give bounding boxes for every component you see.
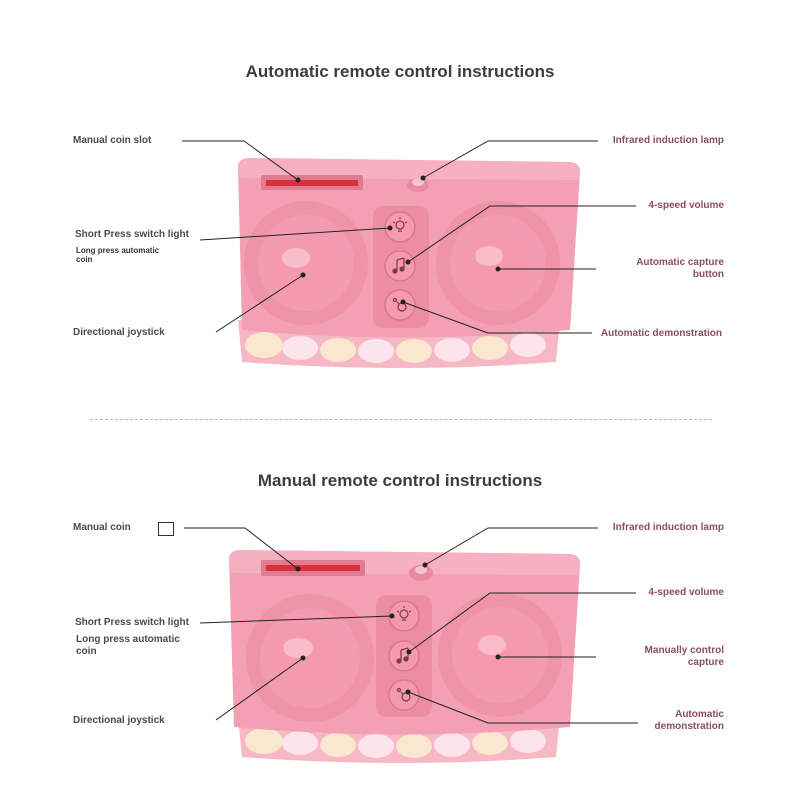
label-capture: Automatic capture button <box>636 257 724 280</box>
label-volume: 4-speed volume <box>648 200 724 211</box>
label-switch-light: Short Press switch light <box>75 229 189 240</box>
label-volume: 4-speed volume <box>648 587 724 598</box>
manual-title: Manual remote control instructions <box>257 471 543 490</box>
label-infrared: Infrared induction lamp <box>612 522 724 533</box>
label-long-press: Long press automatic coin <box>76 634 180 657</box>
leader-lines <box>184 527 638 724</box>
demo-button <box>384 289 416 321</box>
music-note-icon <box>392 257 405 274</box>
label-demo: Automatic demonstration <box>654 709 724 732</box>
label-switch-light: Short Press switch light <box>75 617 189 628</box>
label-demo: Automatic demonstration <box>600 328 722 339</box>
label-joystick: Directional joystick <box>73 715 165 726</box>
automatic-remote-illustration <box>182 140 636 368</box>
manual-panel: Manual remote control instructions <box>0 405 800 795</box>
teeth-row <box>245 332 546 363</box>
label-infrared: Infrared induction lamp <box>612 135 724 146</box>
manual-remote-illustration <box>184 527 638 763</box>
label-coin-slot: Manual coin slot <box>73 135 152 146</box>
volume-button <box>388 640 420 672</box>
left-joystick-knob <box>268 235 338 305</box>
automatic-title: Automatic remote control instructions <box>245 62 555 81</box>
bulb-icon <box>396 606 412 621</box>
automatic-panel: Automatic remote control instructions <box>0 0 800 390</box>
leader-lines <box>182 140 636 334</box>
label-coin: Manual coin <box>73 522 131 533</box>
checkbox-square-icon <box>158 522 174 536</box>
label-long-press: Long press automatic coin <box>76 246 160 264</box>
section-divider <box>90 419 712 420</box>
label-capture: Manually control capture <box>644 645 724 668</box>
light-button <box>384 211 416 243</box>
leader-dots <box>295 562 501 695</box>
bulb-icon <box>392 217 408 232</box>
leader-dots <box>295 175 501 305</box>
teeth-row <box>245 728 546 758</box>
left-joystick-knob <box>269 623 343 697</box>
label-joystick: Directional joystick <box>73 327 165 338</box>
volume-button <box>384 250 416 282</box>
